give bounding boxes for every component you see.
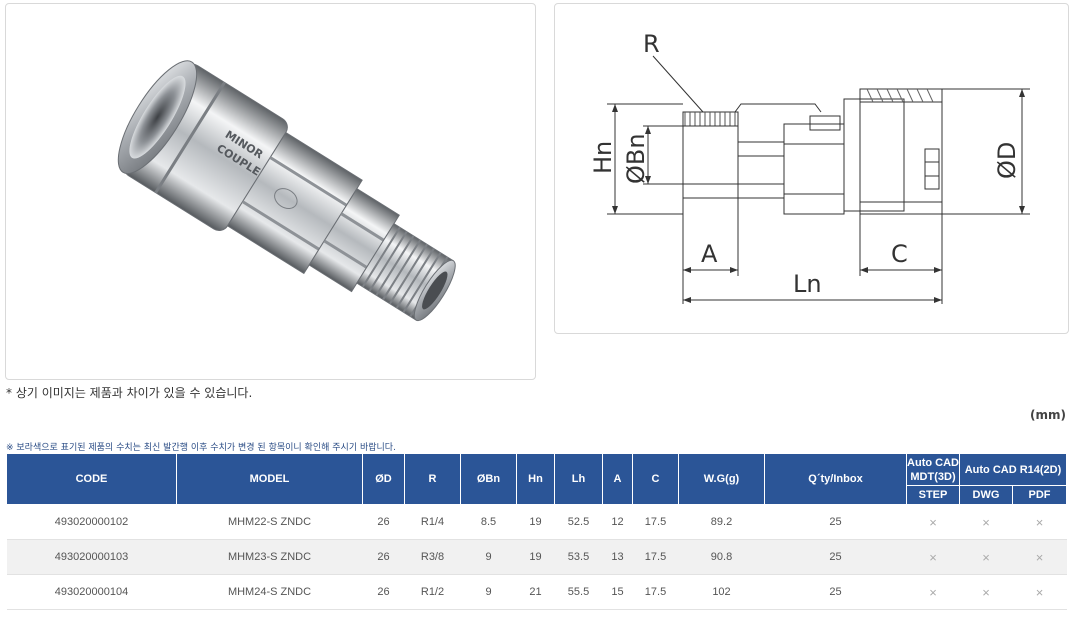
cell-c: 17.5	[632, 574, 679, 610]
technical-drawing: R Hn ØBn ØD A C Ln	[589, 30, 1030, 304]
step-download-icon[interactable]: ×	[906, 504, 960, 540]
cell-hn: 19	[516, 539, 555, 575]
cell-qty: 25	[764, 574, 907, 610]
dim-label-a: A	[701, 240, 718, 268]
cell-a: 15	[602, 574, 633, 610]
header-lh: Lh	[554, 453, 603, 505]
cell-code: 493020000104	[6, 574, 177, 610]
pdf-download-icon[interactable]: ×	[1012, 574, 1067, 610]
cell-weight: 102	[678, 574, 765, 610]
technical-drawing-panel: R Hn ØBn ØD A C Ln	[554, 3, 1069, 334]
dwg-download-icon[interactable]: ×	[959, 504, 1013, 540]
dim-label-bn: ØBn	[622, 133, 650, 184]
table-row: 493020000104 MHM24-S ZNDC 26 R1/2 9 21 5…	[6, 574, 1067, 610]
step-download-icon[interactable]: ×	[906, 539, 960, 575]
header-a: A	[602, 453, 633, 505]
cell-model: MHM23-S ZNDC	[176, 539, 363, 575]
step-download-icon[interactable]: ×	[906, 574, 960, 610]
cell-a: 12	[602, 504, 633, 540]
header-c: C	[632, 453, 679, 505]
cell-qty: 25	[764, 539, 907, 575]
header-bn: ØBn	[460, 453, 517, 505]
image-disclaimer: * 상기 이미지는 제품과 차이가 있을 수 있습니다.	[6, 386, 253, 400]
cell-a: 13	[602, 539, 633, 575]
cell-lh: 55.5	[554, 574, 603, 610]
cell-lh: 53.5	[554, 539, 603, 575]
cell-model: MHM22-S ZNDC	[176, 504, 363, 540]
dim-label-ln: Ln	[793, 270, 822, 298]
cell-weight: 89.2	[678, 504, 765, 540]
cell-bn: 8.5	[460, 504, 517, 540]
cell-lh: 52.5	[554, 504, 603, 540]
header-pdf: PDF	[1012, 485, 1067, 505]
cell-bn: 9	[460, 574, 517, 610]
cell-d: 26	[362, 539, 405, 575]
product-photo-panel: MINOR COUPLER	[5, 3, 536, 380]
table-row: 493020000102 MHM22-S ZNDC 26 R1/4 8.5 19…	[6, 504, 1067, 540]
cell-c: 17.5	[632, 504, 679, 540]
cell-r: R1/2	[404, 574, 461, 610]
dwg-download-icon[interactable]: ×	[959, 574, 1013, 610]
cell-hn: 19	[516, 504, 555, 540]
cell-hn: 21	[516, 574, 555, 610]
dwg-download-icon[interactable]: ×	[959, 539, 1013, 575]
cell-code: 493020000102	[6, 504, 177, 540]
pdf-download-icon[interactable]: ×	[1012, 504, 1067, 540]
header-code: CODE	[6, 453, 177, 505]
header-step: STEP	[906, 485, 960, 505]
header-model: MODEL	[176, 453, 363, 505]
header-r: R	[404, 453, 461, 505]
dim-label-r: R	[643, 30, 660, 58]
header-autocad-2d: Auto CAD R14(2D)	[959, 453, 1067, 486]
header-hn: Hn	[516, 453, 555, 505]
cell-d: 26	[362, 504, 405, 540]
dim-label-c: C	[891, 240, 908, 268]
table-note: ※ 보라색으로 표기된 제품의 수치는 최신 발간행 이후 수치가 변경 된 항…	[6, 443, 396, 453]
cell-model: MHM24-S ZNDC	[176, 574, 363, 610]
dim-label-d: ØD	[993, 142, 1021, 179]
header-weight: W.G(g)	[678, 453, 765, 505]
header-dwg: DWG	[959, 485, 1013, 505]
header-d: ØD	[362, 453, 405, 505]
product-photo: MINOR COUPLER	[117, 60, 456, 322]
spec-table: CODE MODEL ØD R ØBn Hn Lh A C W.G(g) Q´t…	[6, 453, 1067, 610]
header-autocad-3d: Auto CAD MDT(3D)	[906, 453, 960, 486]
cell-qty: 25	[764, 504, 907, 540]
dim-label-hn: Hn	[589, 141, 617, 174]
cell-bn: 9	[460, 539, 517, 575]
table-row: 493020000103 MHM23-S ZNDC 26 R3/8 9 19 5…	[6, 539, 1067, 575]
cell-r: R3/8	[404, 539, 461, 575]
pdf-download-icon[interactable]: ×	[1012, 539, 1067, 575]
cell-c: 17.5	[632, 539, 679, 575]
cell-r: R1/4	[404, 504, 461, 540]
cell-d: 26	[362, 574, 405, 610]
cell-weight: 90.8	[678, 539, 765, 575]
header-qty: Q´ty/Inbox	[764, 453, 907, 505]
unit-label: (mm)	[1030, 408, 1066, 422]
cell-code: 493020000103	[6, 539, 177, 575]
